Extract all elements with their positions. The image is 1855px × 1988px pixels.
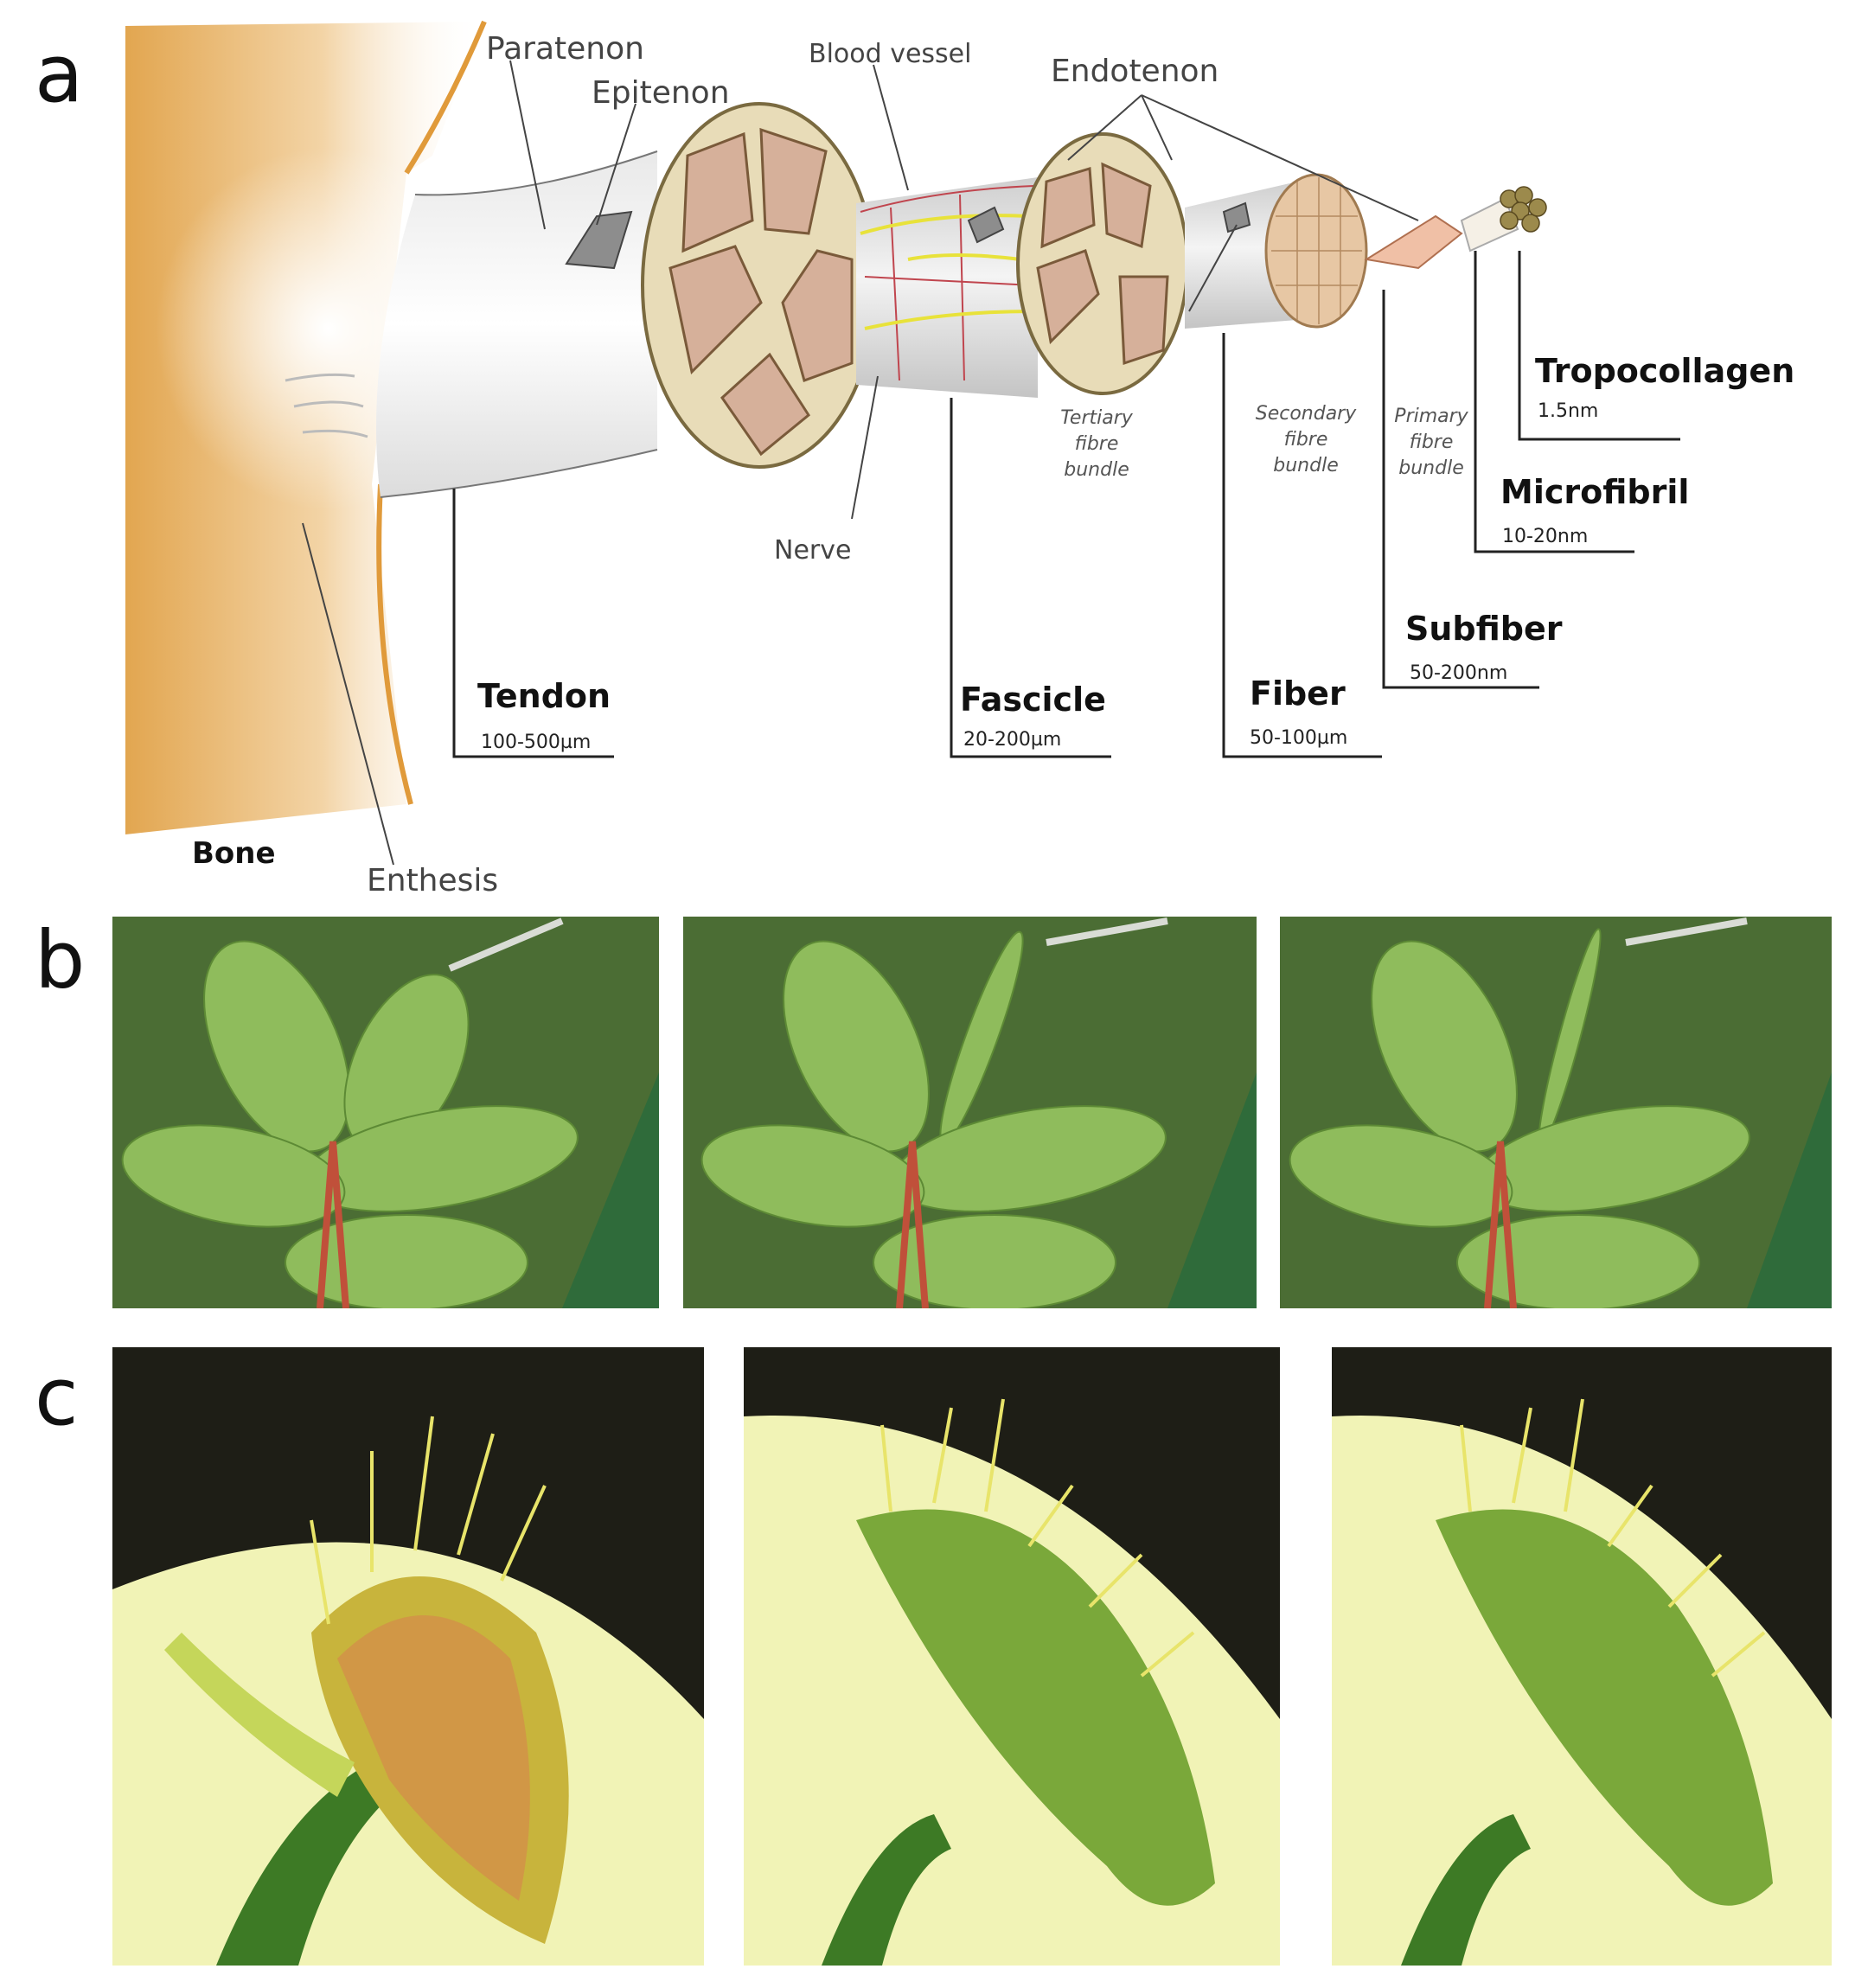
label-tertiary-3: bundle <box>1064 459 1129 481</box>
fascicle-tube <box>856 177 1038 398</box>
mimosa-photo-1 <box>112 917 659 1308</box>
mimosa-photo-3 <box>1280 917 1832 1308</box>
label-subfiber: Subfiber <box>1405 610 1563 648</box>
size-microfibril: 10-20nm <box>1502 526 1588 547</box>
bracket-lines <box>452 251 1680 758</box>
flytrap-photo-1 <box>112 1347 704 1966</box>
microfibril <box>1460 197 1519 252</box>
fiber-tube <box>1185 182 1297 329</box>
size-tropocollagen: 1.5nm <box>1538 400 1598 422</box>
panel-letter-a: a <box>35 28 84 120</box>
subfiber <box>1364 214 1463 270</box>
tropocollagen <box>1500 186 1547 233</box>
label-secondary-3: bundle <box>1273 455 1338 476</box>
label-fiber: Fiber <box>1250 674 1346 713</box>
tendon-hierarchy-diagram: Paratenon Epitenon Blood vessel Endoteno… <box>125 20 1794 898</box>
size-fascicle: 20-200µm <box>963 729 1061 751</box>
label-primary-2: fibre <box>1410 431 1454 453</box>
label-secondary-2: fibre <box>1284 429 1328 451</box>
fiber-cross-section <box>1264 173 1368 329</box>
tendon-cross-section <box>641 102 878 469</box>
label-microfibril: Microfibril <box>1500 473 1689 511</box>
panel-letter-b: b <box>35 914 86 1007</box>
fascicle-cross-section <box>1016 132 1189 395</box>
blood-vessels <box>860 185 1034 381</box>
nerves <box>860 214 1034 330</box>
epitenon-tab <box>565 210 633 270</box>
label-enthesis: Enthesis <box>367 863 498 898</box>
label-tertiary-2: fibre <box>1075 433 1119 455</box>
label-secondary-1: Secondary <box>1256 403 1357 425</box>
mimosa-photo-2 <box>683 917 1257 1308</box>
size-tendon: 100-500µm <box>481 732 591 753</box>
label-endotenon: Endotenon <box>1051 54 1219 89</box>
size-subfiber: 50-200nm <box>1410 662 1507 684</box>
label-blood-vessel: Blood vessel <box>809 39 971 69</box>
label-epitenon: Epitenon <box>592 75 730 111</box>
panel-letter-c: c <box>35 1351 79 1443</box>
label-nerve: Nerve <box>774 535 851 566</box>
tendon-body <box>376 151 657 497</box>
label-tertiary-1: Tertiary <box>1060 407 1134 429</box>
flytrap-photo-3 <box>1332 1347 1832 1966</box>
label-tropocollagen: Tropocollagen <box>1535 352 1794 390</box>
label-tendon: Tendon <box>477 677 611 715</box>
size-fiber: 50-100µm <box>1250 727 1347 749</box>
label-primary-1: Primary <box>1394 406 1468 427</box>
label-primary-3: bundle <box>1398 457 1463 479</box>
leader-lines <box>302 60 1419 866</box>
label-bone: Bone <box>192 836 276 871</box>
label-paratenon: Paratenon <box>486 31 644 67</box>
label-fascicle: Fascicle <box>960 681 1106 719</box>
flytrap-photo-2 <box>744 1347 1280 1966</box>
